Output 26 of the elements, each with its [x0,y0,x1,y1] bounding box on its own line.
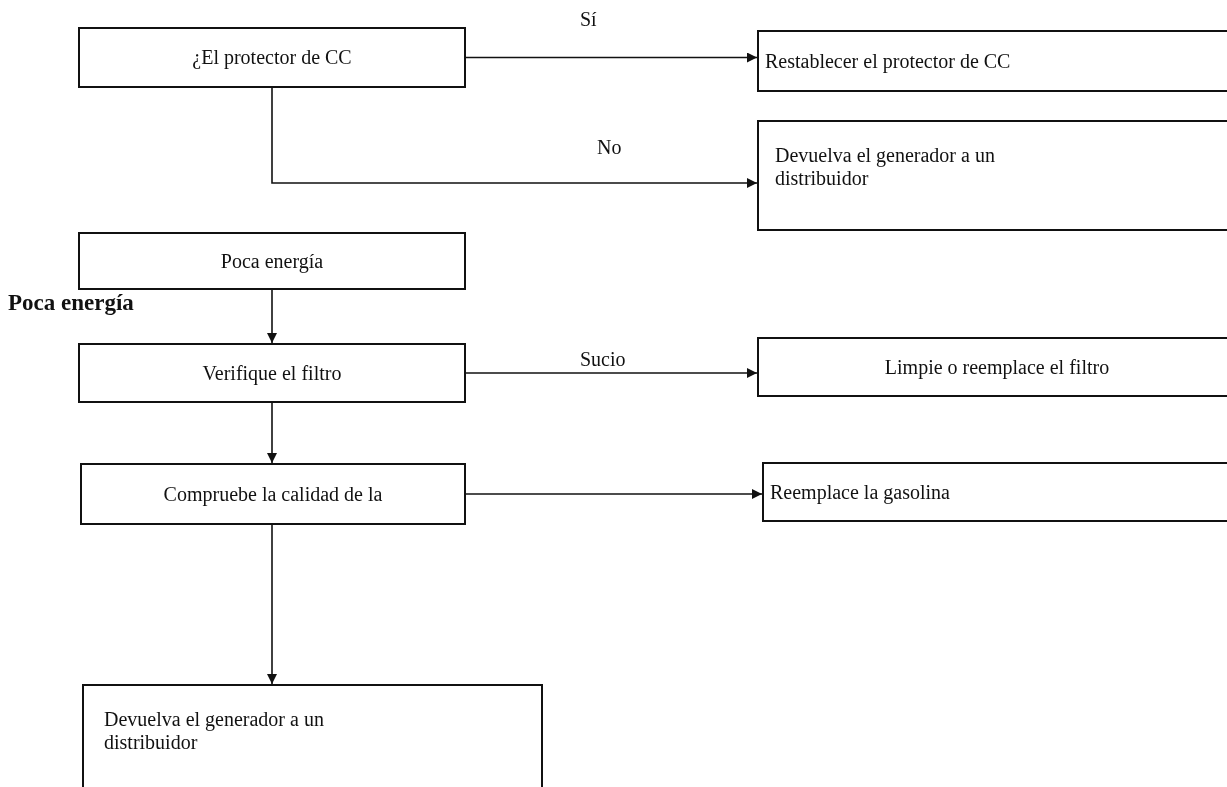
process-box [78,343,466,403]
process-box [757,337,1227,397]
arrow [267,402,277,464]
process-box [762,462,1227,522]
section-heading: Poca energía [8,290,134,316]
arrow [267,289,277,344]
box-text: Limpie o reemplace el filtro [884,355,1110,379]
box-text: Verifique el filtro [202,361,342,385]
box-text: Reemplace la gasolina [770,480,950,504]
process-box [82,684,543,787]
process-box [78,27,466,88]
arrow [465,368,758,378]
arrow [267,524,277,685]
process-box [80,463,466,525]
box-text: Poca energía [220,249,324,273]
process-box [757,120,1227,231]
box-text: Devuelva el generador a un distribuidor [104,708,325,754]
box-text: Restablecer el protector de CC [765,49,1011,73]
box-text: ¿El protector de CC [192,46,352,69]
process-box [78,232,466,290]
arrow [465,489,763,499]
box-text: Compruebe la calidad de la [163,482,383,506]
box-text: Devuelva el generador a un distribuidor [775,144,996,190]
process-box [757,30,1227,92]
arrow [271,87,758,188]
arrow [465,52,758,63]
